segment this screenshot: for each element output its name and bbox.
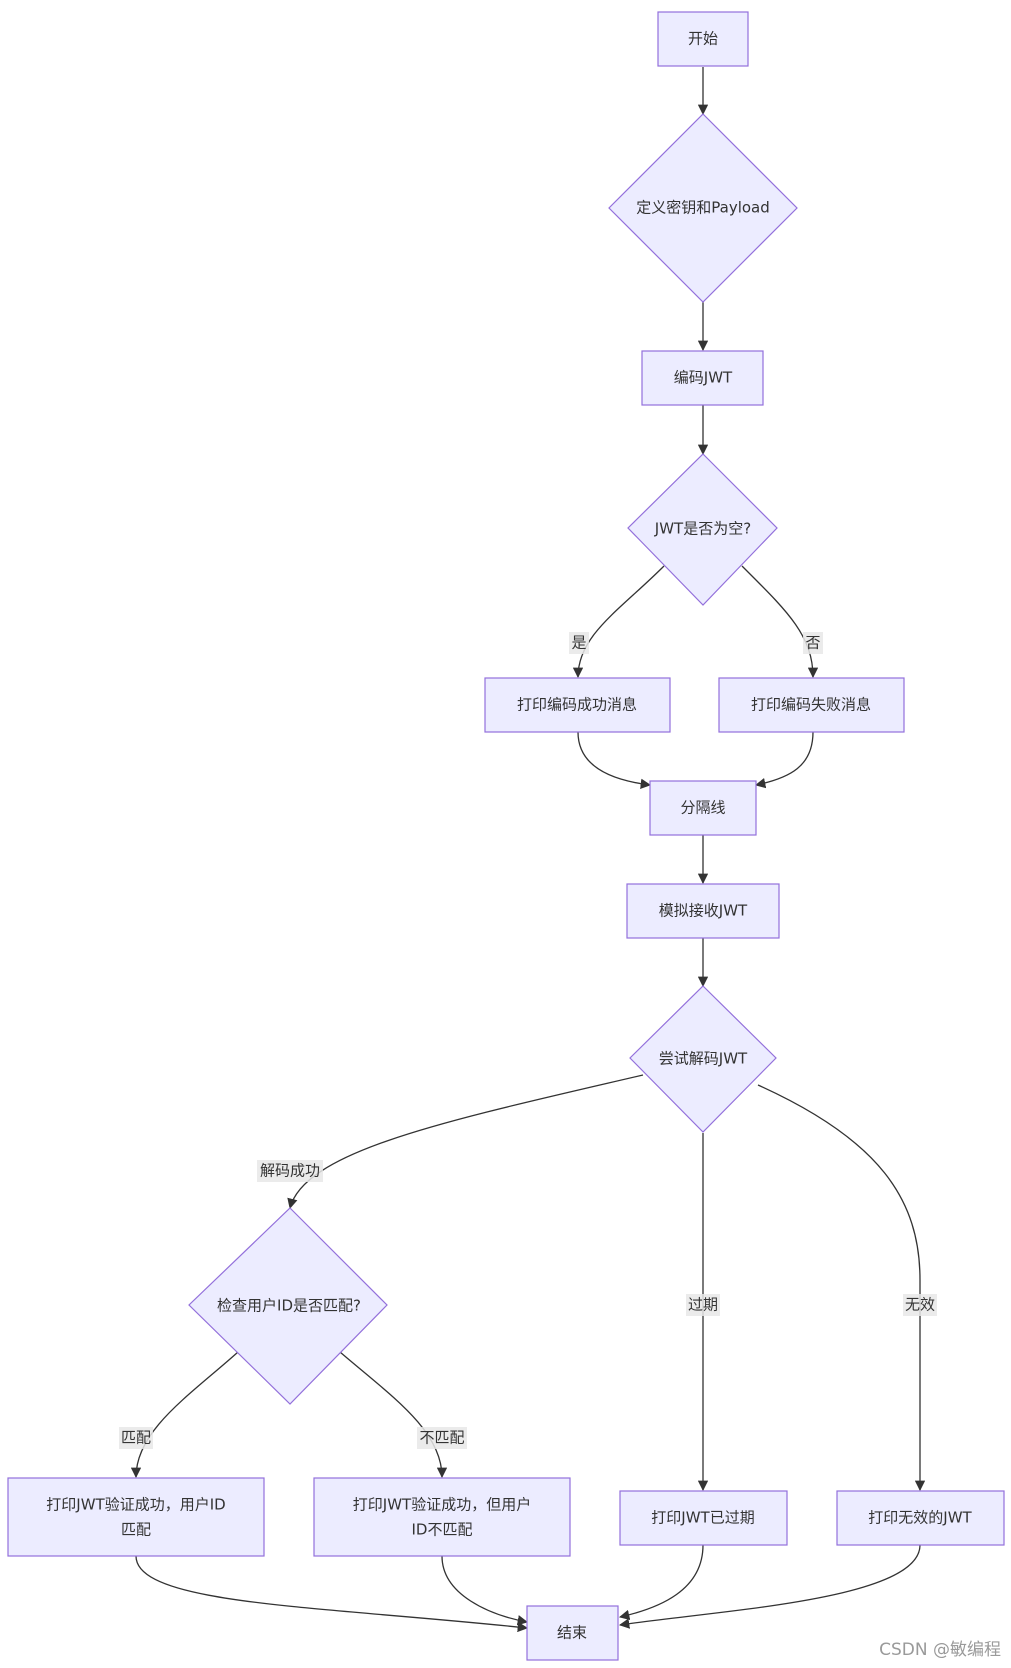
node-print-expired: 打印JWT已过期 xyxy=(619,1490,788,1546)
edge-label-mismatch-text: 不匹配 xyxy=(419,1429,464,1447)
edge-try-decode-to-invalid xyxy=(757,1084,926,1492)
edge-label-decode-success-text: 解码成功 xyxy=(260,1162,320,1180)
nodes: 开始 定义密钥和Payload 编码JWT JWT是否为空? 打印编码成功消息 … xyxy=(7,11,1005,1661)
node-check-user-id-label: 检查用户ID是否匹配? xyxy=(217,1297,361,1315)
edge-mismatch-to-end xyxy=(441,1555,529,1626)
edge-label-yes-text: 是 xyxy=(571,634,586,652)
node-encode-jwt-label: 编码JWT xyxy=(674,369,733,387)
edge-invalid-to-end xyxy=(618,1544,921,1629)
node-end-label: 结束 xyxy=(557,1624,587,1642)
node-simulate-receive-label: 模拟接收JWT xyxy=(659,902,748,920)
edge-label-expired: 过期 xyxy=(686,1294,720,1316)
edge-label-no-text: 否 xyxy=(805,634,820,652)
edge-jwt-empty-to-encode-fail xyxy=(741,565,819,679)
edge-label-match-text: 匹配 xyxy=(121,1429,151,1447)
node-start-label: 开始 xyxy=(688,30,718,48)
node-print-invalid: 打印无效的JWT xyxy=(836,1490,1005,1546)
node-define-key: 定义密钥和Payload xyxy=(608,113,798,303)
edge-encode-fail-to-separator xyxy=(754,731,814,789)
edge-label-mismatch: 不匹配 xyxy=(417,1427,467,1449)
node-end: 结束 xyxy=(526,1605,619,1661)
node-verify-mismatch-label-line1: 打印JWT验证成功，但用户 xyxy=(353,1496,531,1514)
node-separator: 分隔线 xyxy=(649,780,757,836)
edge-label-invalid-text: 无效 xyxy=(905,1296,935,1314)
edge-label-expired-text: 过期 xyxy=(688,1296,718,1314)
node-jwt-empty: JWT是否为空? xyxy=(627,453,778,606)
node-separator-label: 分隔线 xyxy=(680,799,725,817)
edge-try-decode-to-check-user xyxy=(287,1074,644,1210)
node-verify-match: 打印JWT验证成功，用户ID 匹配 xyxy=(7,1477,265,1557)
node-print-encode-success: 打印编码成功消息 xyxy=(484,677,671,733)
edge-jwt-empty-to-encode-success xyxy=(572,565,665,679)
watermark: CSDN @敏编程 xyxy=(879,1640,1001,1660)
edge-match-to-end xyxy=(135,1555,529,1633)
edge-check-user-to-mismatch xyxy=(339,1351,448,1479)
node-print-expired-label: 打印JWT已过期 xyxy=(651,1509,754,1527)
edge-check-user-to-match xyxy=(130,1351,239,1479)
edge-labels: 是 否 解码成功 过期 无效 匹配 不匹配 xyxy=(119,632,937,1449)
edge-label-no: 否 xyxy=(803,632,823,654)
node-verify-match-label-line2: 匹配 xyxy=(121,1521,151,1539)
node-jwt-empty-label: JWT是否为空? xyxy=(654,520,751,538)
node-print-encode-fail-label: 打印编码失败消息 xyxy=(751,696,871,714)
edge-expired-to-end xyxy=(618,1544,704,1621)
node-print-invalid-label: 打印无效的JWT xyxy=(868,1509,972,1527)
node-verify-match-label-line1: 打印JWT验证成功，用户ID xyxy=(46,1496,225,1514)
node-try-decode-label: 尝试解码JWT xyxy=(659,1050,748,1068)
edge-label-match: 匹配 xyxy=(119,1427,153,1449)
node-start: 开始 xyxy=(657,11,749,67)
node-verify-mismatch: 打印JWT验证成功，但用户 ID不匹配 xyxy=(313,1477,571,1557)
edges xyxy=(130,67,926,1633)
edge-label-yes: 是 xyxy=(569,632,589,654)
node-check-user-id: 检查用户ID是否匹配? xyxy=(188,1207,388,1405)
node-encode-jwt: 编码JWT xyxy=(641,350,764,406)
node-simulate-receive: 模拟接收JWT xyxy=(626,883,780,939)
edge-encode-success-to-separator xyxy=(577,731,652,789)
node-print-encode-success-label: 打印编码成功消息 xyxy=(517,696,637,714)
edge-label-decode-success: 解码成功 xyxy=(257,1160,323,1182)
node-print-encode-fail: 打印编码失败消息 xyxy=(718,677,905,733)
node-try-decode: 尝试解码JWT xyxy=(629,985,777,1133)
node-define-key-label: 定义密钥和Payload xyxy=(636,199,770,217)
node-verify-mismatch-label-line2: ID不匹配 xyxy=(412,1521,473,1539)
edge-label-invalid: 无效 xyxy=(903,1294,937,1316)
